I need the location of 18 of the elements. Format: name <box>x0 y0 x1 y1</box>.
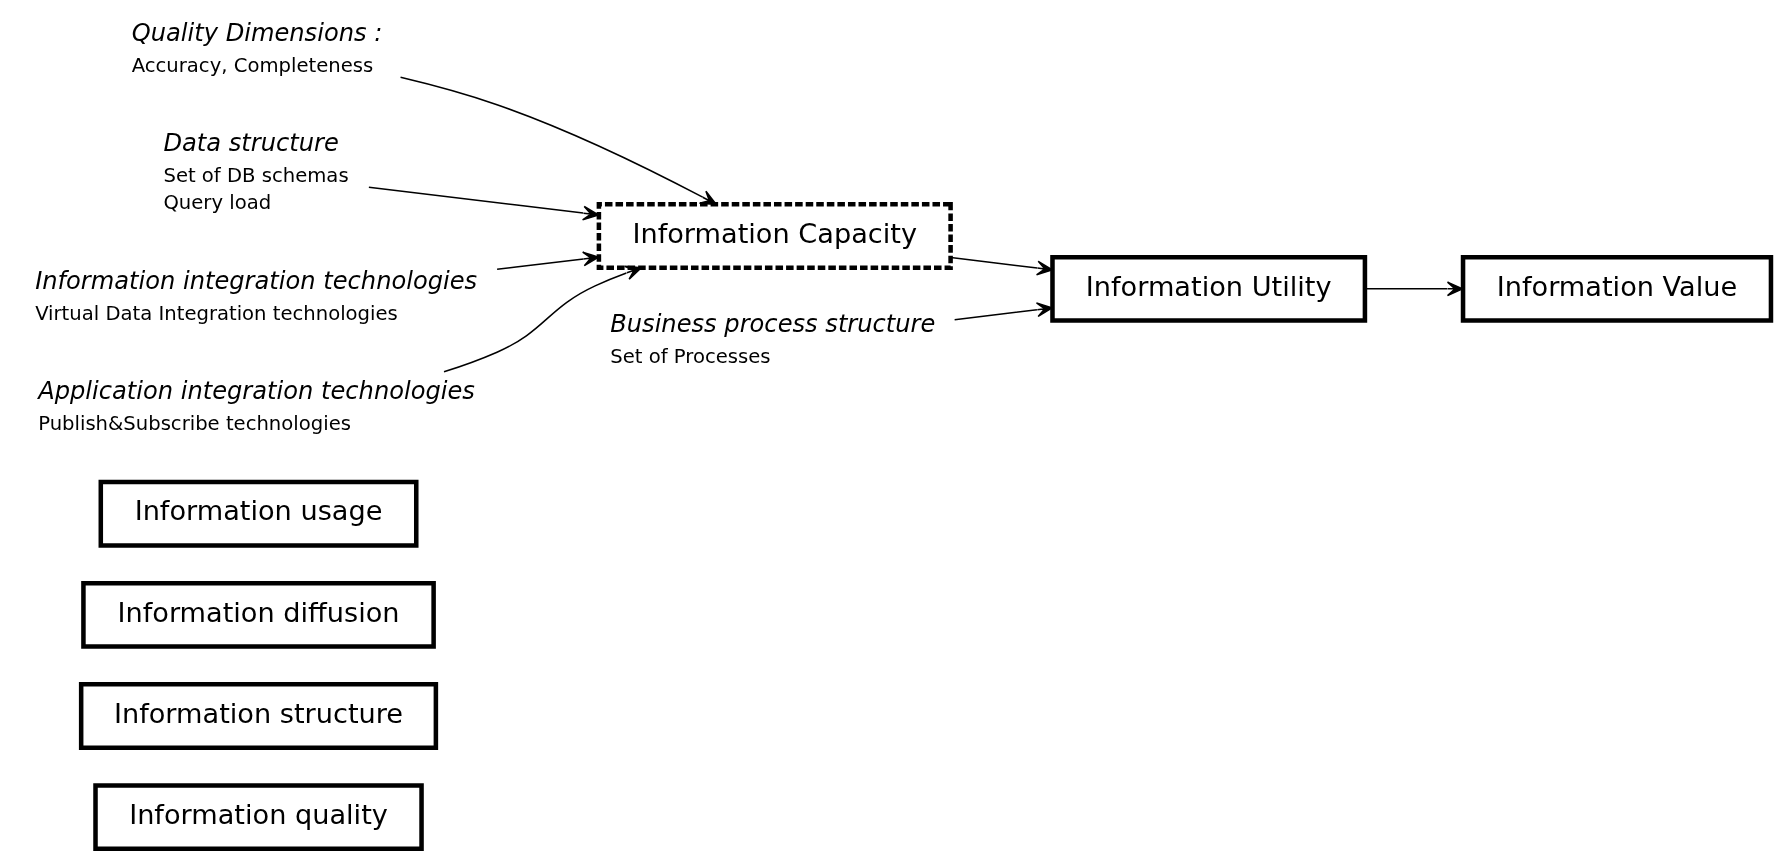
arrow <box>949 256 1053 276</box>
arrow <box>442 265 642 373</box>
arrow <box>495 251 599 271</box>
node-box: Information Capacity <box>596 202 953 270</box>
node-box: Information structure <box>78 682 438 750</box>
node-box: Information Utility <box>1049 254 1367 323</box>
node-box: Information diffusion <box>80 580 436 649</box>
node-text: Quality Dimensions : Accuracy, Completeness <box>131 19 382 78</box>
arrow <box>953 302 1053 321</box>
node-text: Business process structure Set of Processes <box>609 310 935 369</box>
node-text: Application integration technologies Publish&Subscribe technologies <box>37 376 475 435</box>
node-box: Information usage <box>98 479 419 548</box>
node-text: Data structure Set of DB schemas Query load <box>162 129 349 215</box>
arrow <box>367 186 599 221</box>
node-box: Information Value <box>1460 254 1773 323</box>
node-box: Information quality <box>92 783 424 852</box>
node-text: Information integration technologies Virtual Data Integration technologies <box>34 266 477 325</box>
arrow <box>399 76 717 206</box>
